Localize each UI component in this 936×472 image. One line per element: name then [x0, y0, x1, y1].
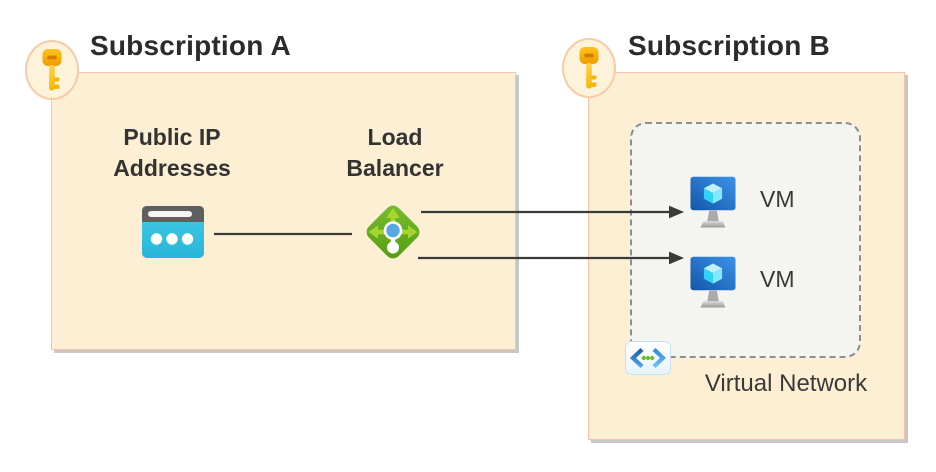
load-balancer-label: Load Balancer	[346, 124, 444, 181]
virtual-network-boundary	[630, 122, 861, 358]
subscription-b-key-badge	[562, 38, 616, 98]
subscription-a-key-badge	[25, 40, 79, 100]
subscription-a-title: Subscription A	[90, 30, 291, 61]
vm-icon	[690, 256, 736, 314]
key-icon	[39, 48, 65, 92]
subscription-a-box	[51, 72, 516, 350]
virtual-network-label: Virtual Network	[704, 370, 868, 397]
vm-label: VM	[760, 186, 795, 212]
virtual-network-icon	[625, 341, 671, 375]
load-balancer-icon	[361, 200, 425, 264]
subscription-b-title: Subscription B	[628, 30, 830, 61]
vm-label: VM	[760, 266, 795, 292]
public-ip-label: Public IP Addresses	[113, 124, 231, 181]
key-icon	[576, 46, 602, 90]
vm-icon	[690, 176, 736, 234]
public-ip-addresses-icon	[142, 206, 204, 258]
